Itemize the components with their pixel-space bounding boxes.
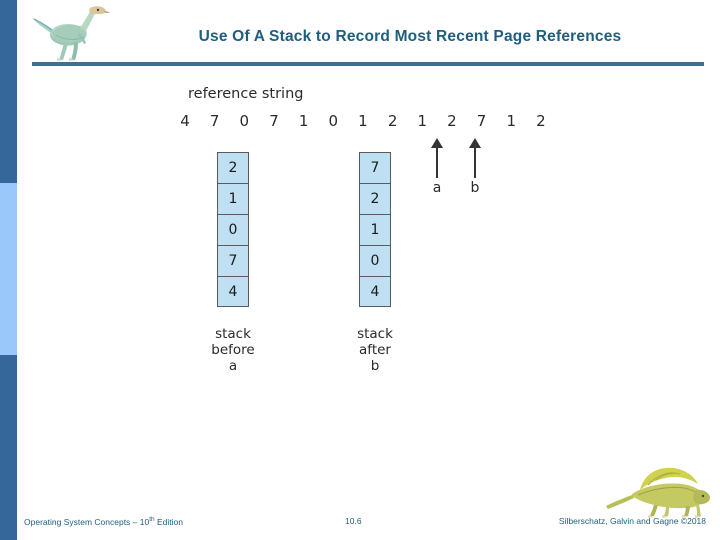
caption-line: a [228,358,238,374]
caption-line: stack [215,326,251,342]
reference-string-value: 1 [358,112,368,130]
stack-after-caption: stack after b [330,326,420,374]
stack-cell: 2 [217,152,249,183]
stack-cell: 2 [359,183,391,214]
reference-string-value: 7 [269,112,279,130]
reference-string-value: 7 [476,112,487,130]
stack-cell: 0 [359,245,391,276]
caption-line: before [211,342,255,358]
footer-edition-suffix: Edition [154,516,183,527]
pointer-a-label: a [432,180,442,196]
slide-footer: Operating System Concepts – 10th Edition… [0,467,720,540]
reference-string-value: 7 [209,112,220,130]
reference-string-value: 1 [298,112,309,130]
sidebar-accent-bottom [0,355,17,540]
caption-line: after [359,342,391,358]
reference-string-value: 1 [506,112,516,130]
footer-copyright: Silberschatz, Galvin and Gagne ©2018 [558,516,706,526]
reference-string-value: 4 [180,112,190,130]
title-divider [32,62,704,66]
stack-before-caption: stack before a [188,326,278,374]
reference-string-label: reference string [188,86,304,102]
stack-cell: 7 [359,152,391,183]
caption-line: stack [357,326,393,342]
reference-string-value: 0 [239,112,250,130]
pointer-b-label: b [470,180,480,196]
stack-cell: 1 [359,214,391,245]
arrow-up-icon [431,138,443,148]
reference-string-value: 2 [447,112,457,130]
footer-edition-superscript: th [149,516,155,523]
footer-edition-text: Operating System Concepts – 10th Edition [24,516,183,527]
sidebar-accent-top [0,0,17,183]
pointer-group: a b [424,138,514,200]
stack-cell: 4 [359,276,391,307]
dimetrodon-logo-icon [606,467,710,518]
page-title: Use Of A Stack to Record Most Recent Pag… [198,28,622,45]
arrow-shaft [436,146,438,178]
dinosaur-logo-icon [33,6,110,61]
stack-cell: 7 [217,245,249,276]
slide-header: Use Of A Stack to Record Most Recent Pag… [0,0,720,70]
stack-cell: 1 [217,183,249,214]
reference-string-value: 1 [417,112,428,130]
reference-string-value: 2 [387,112,398,130]
reference-string-value: 0 [328,112,339,130]
slide-number: 10.6 [345,516,362,526]
caption-line: b [370,358,380,374]
footer-edition-prefix: Operating System Concepts – 10 [24,516,150,527]
stack-cell: 0 [217,214,249,245]
reference-string-value: 2 [536,112,546,130]
arrow-shaft [474,146,476,178]
arrow-up-icon [469,138,481,148]
stack-cell: 4 [217,276,249,307]
sidebar-accent-middle [0,183,17,355]
